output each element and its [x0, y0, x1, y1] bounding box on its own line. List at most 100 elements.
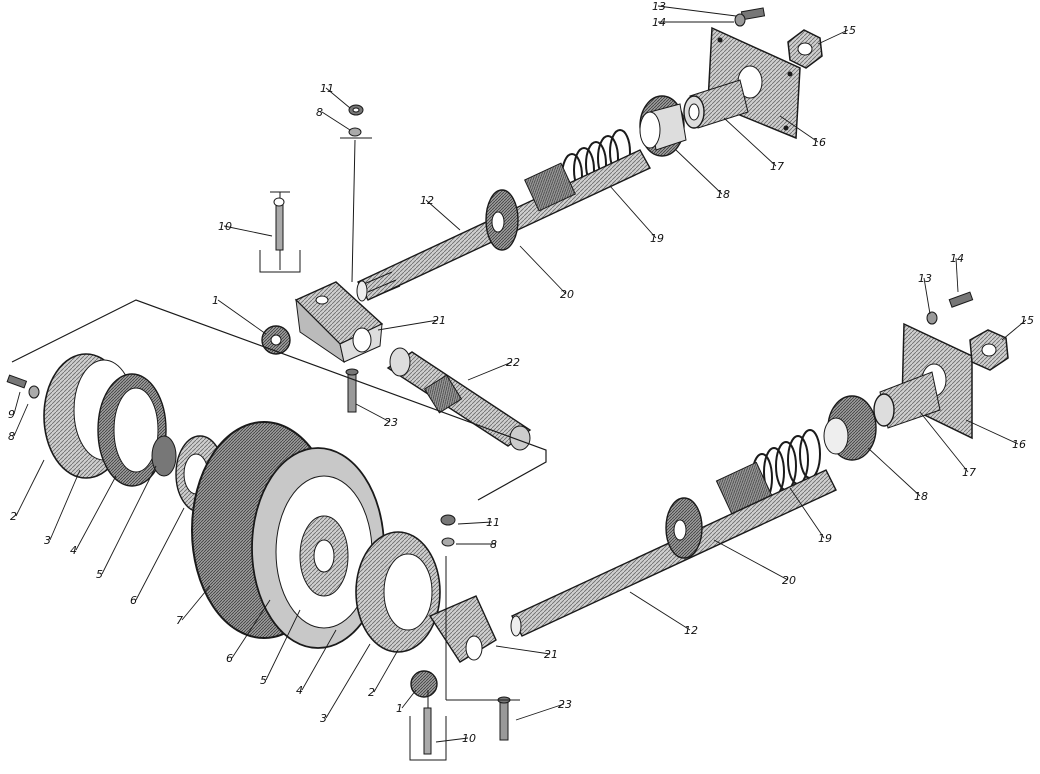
- leader-line: [401, 689, 417, 709]
- pinion-gear: [410, 670, 438, 698]
- part-number-label: 8: [8, 430, 15, 443]
- pinion-gear: [261, 325, 291, 355]
- upper-axle-assembly: [259, 7, 823, 451]
- part-number-label: 3: [320, 712, 327, 725]
- clevis-block: [294, 281, 384, 364]
- part-number-label: 2: [368, 686, 375, 699]
- lower-axle-assembly: [510, 291, 1009, 637]
- leader-line: [13, 403, 29, 437]
- leader-line: [495, 645, 551, 655]
- part-number-label: 12: [684, 624, 698, 637]
- part-number-label: 4: [296, 684, 303, 697]
- leader-line: [789, 487, 825, 539]
- assembly-guide-line: [445, 556, 520, 701]
- leader-line: [325, 87, 351, 109]
- assembly-guide-line: [340, 137, 372, 283]
- part-number-label: 11: [320, 82, 334, 95]
- leader-line: [265, 609, 301, 681]
- leader-line: [515, 703, 565, 721]
- hex-nut: [969, 329, 1009, 371]
- assembly-guide-line: [11, 299, 547, 501]
- part-number-label: 9: [8, 408, 15, 421]
- brake-drum: [191, 421, 385, 649]
- thrust-washer: [665, 497, 703, 559]
- part-number-label: 5: [260, 674, 267, 687]
- leader-line: [425, 199, 461, 231]
- leader-line: [919, 411, 969, 473]
- part-number-label: 8: [490, 538, 497, 551]
- small-nut: [440, 514, 456, 526]
- part-number-label: 21: [432, 314, 446, 327]
- leader-line: [223, 225, 273, 237]
- part-number-label: 7: [176, 614, 183, 627]
- part-number-label: 1: [396, 702, 403, 715]
- leader-line: [1001, 319, 1027, 341]
- leader-line: [629, 591, 691, 631]
- leader-line: [519, 245, 567, 295]
- leader-line: [965, 419, 1019, 445]
- cap-bolt: [345, 368, 359, 413]
- small-nut: [348, 104, 364, 116]
- part-number-label: 23: [558, 698, 572, 711]
- part-number-label: 19: [650, 232, 664, 245]
- mounting-plate: [707, 26, 801, 140]
- bushing-sleeve: [873, 371, 941, 429]
- leader-line: [609, 185, 657, 239]
- grease-fitting: [259, 191, 301, 273]
- leader-line: [723, 117, 777, 167]
- leader-line: [435, 737, 469, 743]
- leader-line: [373, 649, 399, 693]
- part-number-label: 6: [226, 652, 233, 665]
- leader-line: [301, 629, 337, 691]
- part-number-label: 23: [384, 416, 398, 429]
- leader-line: [321, 111, 351, 131]
- part-number-label: 10: [218, 220, 232, 233]
- part-number-label: 16: [812, 136, 826, 149]
- leader-line: [75, 475, 117, 551]
- part-number-label: 22: [506, 356, 520, 369]
- leader-line: [13, 391, 21, 415]
- leader-line: [713, 539, 789, 581]
- leader-line: [955, 257, 959, 293]
- leader-line: [779, 115, 819, 143]
- bolt: [926, 291, 974, 325]
- part-number-label: 12: [420, 194, 434, 207]
- leader-line: [377, 319, 439, 331]
- part-number-label: 20: [782, 574, 796, 587]
- bolt: [734, 7, 766, 27]
- part-number-label: 5: [96, 568, 103, 581]
- part-number-label: 13: [652, 0, 666, 13]
- part-number-label: 10: [462, 732, 476, 745]
- part-number-label: 14: [652, 16, 666, 29]
- leader-line: [181, 585, 211, 621]
- grease-fitting: [409, 690, 447, 761]
- part-number-label: 17: [770, 160, 784, 173]
- part-number-label: 1: [212, 294, 219, 307]
- part-number-label: 6: [130, 594, 137, 607]
- leader-line: [135, 507, 185, 601]
- part-number-label: 15: [842, 24, 856, 37]
- part-number-label: 13: [918, 272, 932, 285]
- part-number-label: 15: [1020, 314, 1034, 327]
- part-number-label: 18: [716, 188, 730, 201]
- part-number-label: 4: [70, 544, 77, 557]
- hex-nut: [787, 29, 823, 69]
- clevis-block: [428, 595, 497, 663]
- part-number-label: 19: [818, 532, 832, 545]
- part-number-label: 11: [486, 516, 500, 529]
- part-number-label: 14: [950, 252, 964, 265]
- leader-line: [467, 361, 513, 381]
- part-number-label: 2: [10, 510, 17, 523]
- leader-line: [101, 465, 157, 575]
- part-number-label: 3: [44, 534, 51, 547]
- leader-line: [217, 299, 267, 335]
- pivot-pin: [386, 347, 532, 451]
- bolt: [6, 374, 40, 399]
- leader-line: [15, 459, 45, 517]
- lock-washer: [441, 537, 455, 547]
- leader-line: [923, 277, 931, 315]
